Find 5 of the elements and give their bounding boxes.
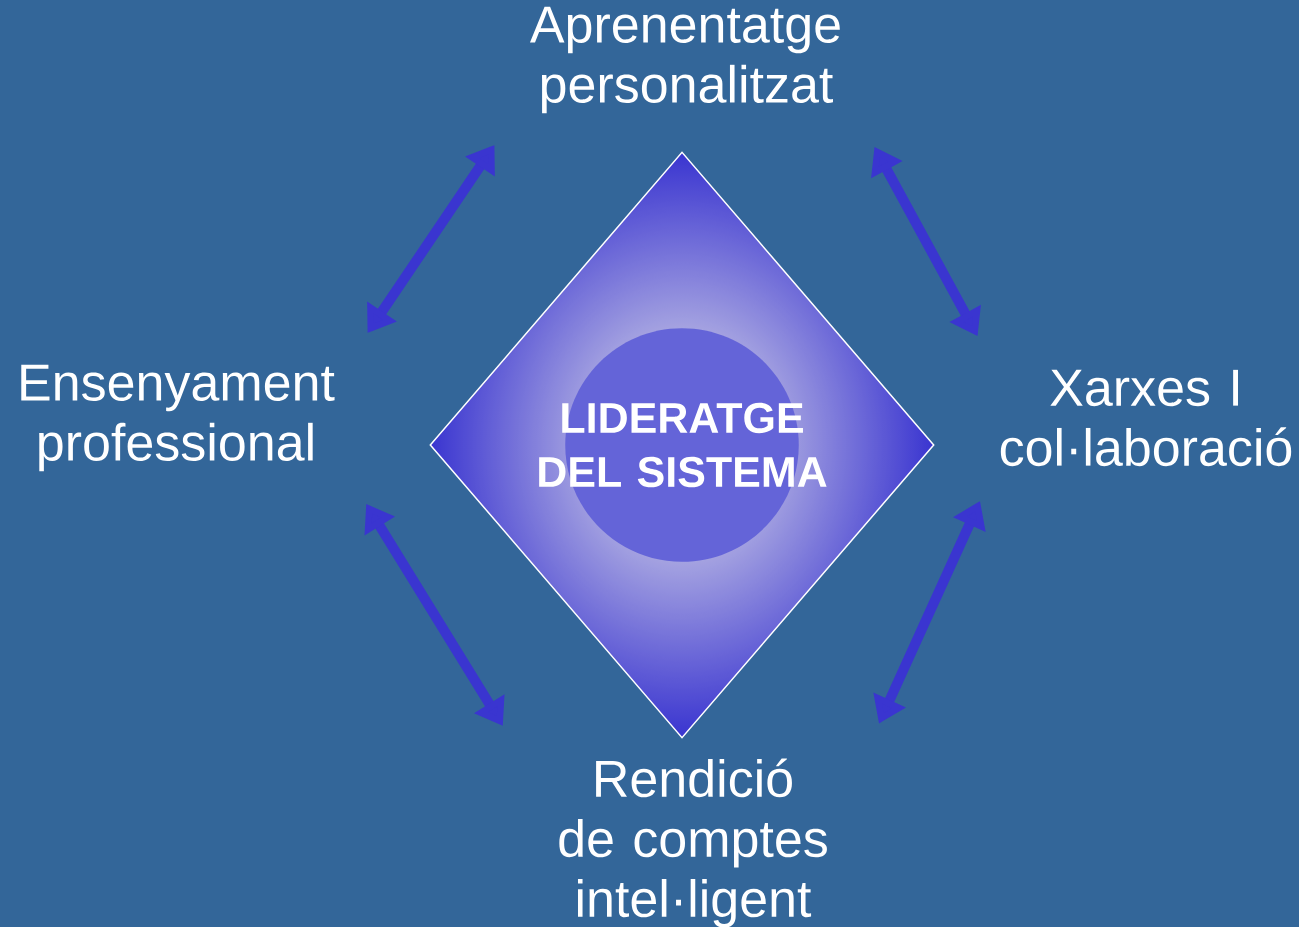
pillar-label: Aprenentatge personalitzat [529,6,840,114]
pillar-label: Ensenyament professional [21,364,335,472]
diamond-shape [429,151,935,739]
pillar-label: Rendició de comptes intel·ligent [559,758,827,927]
pillar-label: Xarxes I col·laboració [1000,369,1292,467]
